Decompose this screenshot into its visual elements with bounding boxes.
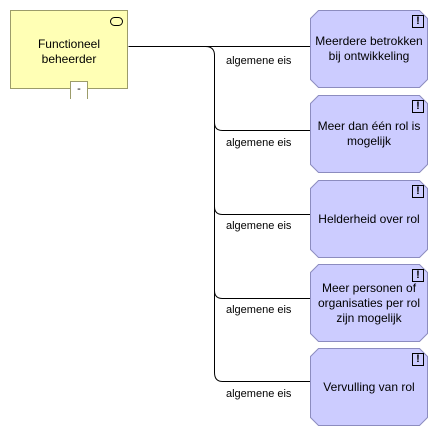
relation-label: algemene eis xyxy=(226,388,292,400)
relation-line-2 xyxy=(214,122,311,131)
principle-shape xyxy=(310,264,428,342)
exclamation-icon: ! xyxy=(412,353,424,366)
principle-3[interactable]: ! Helderheid over rol xyxy=(310,180,428,258)
principle-shape xyxy=(310,180,428,258)
principle-4[interactable]: ! Meer personen of organisaties per rol … xyxy=(310,264,428,342)
principle-1[interactable]: ! Meerdere betrokken bij ontwikkeling xyxy=(310,10,428,88)
principle-label: Meerdere betrokken bij ontwikkeling xyxy=(315,34,423,63)
principle-label: Meer dan één rol is mogelijk xyxy=(317,119,421,148)
collapse-toggle[interactable]: - xyxy=(70,81,88,99)
relation-label: algemene eis xyxy=(226,304,292,316)
relation-label: algemene eis xyxy=(226,55,292,67)
principle-5[interactable]: ! Vervulling van rol xyxy=(310,348,428,426)
relation-trunk xyxy=(205,46,215,373)
principle-shape xyxy=(310,95,428,173)
role-functioneel-beheerder[interactable]: Functioneel beheerder - xyxy=(10,10,128,99)
exclamation-icon: ! xyxy=(412,15,424,28)
principle-label: Meer personen of organisaties per rol zi… xyxy=(317,280,421,325)
principle-shape xyxy=(310,10,428,88)
exclamation-icon: ! xyxy=(412,185,424,198)
relation-label: algemene eis xyxy=(226,137,292,149)
exclamation-icon: ! xyxy=(412,269,424,282)
principle-shape xyxy=(310,348,428,426)
role-label: Functioneel beheerder xyxy=(37,37,101,66)
exclamation-icon: ! xyxy=(412,100,424,113)
relation-label: algemene eis xyxy=(226,220,292,232)
principle-label: Helderheid over rol xyxy=(318,211,420,226)
relation-line-4 xyxy=(214,290,311,299)
relation-line-3 xyxy=(214,206,311,215)
principle-label: Vervulling van rol xyxy=(323,379,415,394)
relation-line-5 xyxy=(214,372,311,382)
principle-2[interactable]: ! Meer dan één rol is mogelijk xyxy=(310,95,428,173)
role-icon xyxy=(110,17,123,26)
